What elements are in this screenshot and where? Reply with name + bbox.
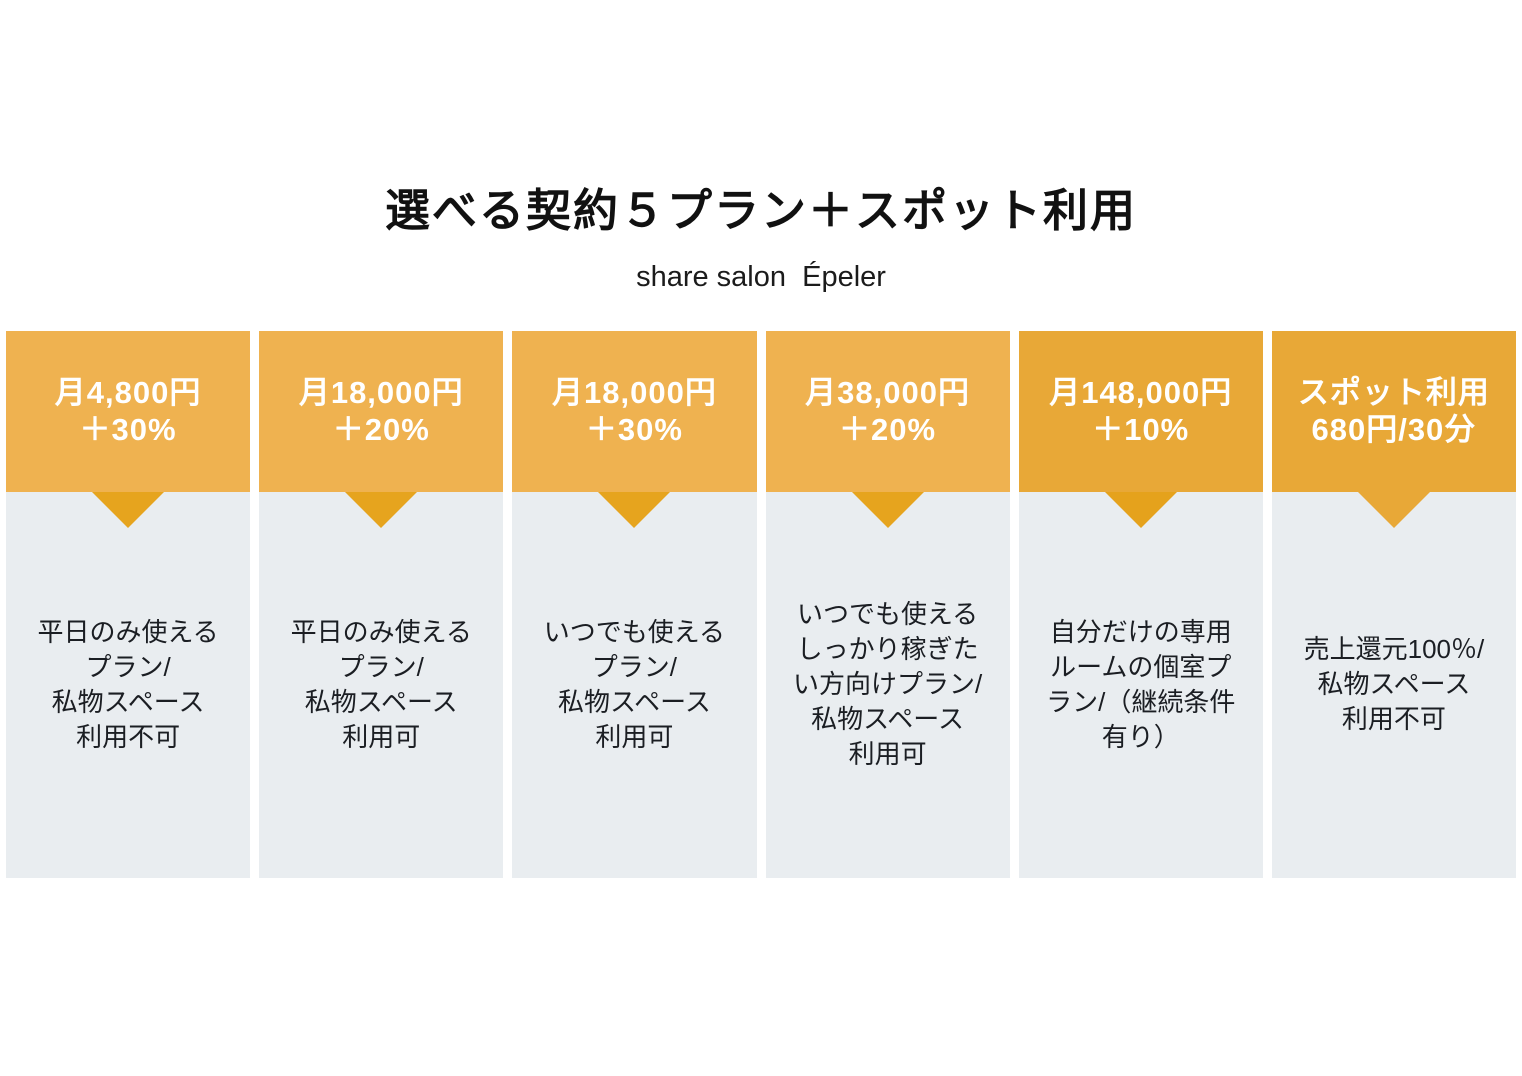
plan-column: スポット利用 680円/30分 売上還元100％/ 私物スペース 利用不可 xyxy=(1271,330,1516,878)
plan-price: 月4,800円 ＋30% xyxy=(54,375,202,448)
down-arrow-icon xyxy=(1357,491,1430,528)
plan-body: いつでも使える しっかり稼ぎた い方向けプラン/ 私物スペース 利用可 xyxy=(765,491,1010,878)
plan-header: 月148,000円 ＋10% xyxy=(1018,330,1263,492)
plan-column: 月18,000円 ＋30% いつでも使える プラン/ 私物スペース 利用可 xyxy=(512,330,757,878)
plan-description: 平日のみ使える プラン/ 私物スペース 利用可 xyxy=(290,616,472,752)
plan-body: 平日のみ使える プラン/ 私物スペース 利用不可 xyxy=(6,491,251,878)
down-arrow-icon xyxy=(92,491,165,528)
plan-description: 平日のみ使える プラン/ 私物スペース 利用不可 xyxy=(37,616,219,752)
down-arrow-icon xyxy=(851,491,924,528)
plan-price: スポット利用 680円/30分 xyxy=(1297,375,1490,448)
plan-header: 月4,800円 ＋30% xyxy=(6,330,251,492)
plan-columns: 月4,800円 ＋30% 平日のみ使える プラン/ 私物スペース 利用不可 月1… xyxy=(6,330,1516,878)
plan-header: 月18,000円 ＋20% xyxy=(259,330,504,492)
plan-body: 売上還元100％/ 私物スペース 利用不可 xyxy=(1271,491,1516,878)
plan-body: 平日のみ使える プラン/ 私物スペース 利用可 xyxy=(259,491,504,878)
plan-header: スポット利用 680円/30分 xyxy=(1271,330,1516,492)
plan-body: 自分だけの専用 ルームの個室プ ラン/（継続条件 有り） xyxy=(1018,491,1263,878)
plan-header: 月18,000円 ＋30% xyxy=(512,330,757,492)
plan-column: 月148,000円 ＋10% 自分だけの専用 ルームの個室プ ラン/（継続条件 … xyxy=(1018,330,1263,878)
plan-price: 月18,000円 ＋20% xyxy=(298,375,464,448)
plan-column: 月38,000円 ＋20% いつでも使える しっかり稼ぎた い方向けプラン/ 私… xyxy=(765,330,1010,878)
down-arrow-icon xyxy=(598,491,671,528)
plan-body: いつでも使える プラン/ 私物スペース 利用可 xyxy=(512,491,757,878)
plan-description: いつでも使える プラン/ 私物スペース 利用可 xyxy=(543,616,726,752)
plan-price: 月18,000円 ＋30% xyxy=(552,375,717,448)
down-arrow-icon xyxy=(1104,491,1177,528)
plan-price: 月148,000円 ＋10% xyxy=(1049,375,1233,448)
plan-price: 月38,000円 ＋20% xyxy=(805,375,970,448)
plan-column: 月18,000円 ＋20% 平日のみ使える プラン/ 私物スペース 利用可 xyxy=(259,330,504,878)
page-subtitle: share salon Épeler xyxy=(636,261,886,293)
plan-header: 月38,000円 ＋20% xyxy=(765,330,1010,492)
plan-column: 月4,800円 ＋30% 平日のみ使える プラン/ 私物スペース 利用不可 xyxy=(6,330,251,878)
plan-description: 売上還元100％/ 私物スペース 利用不可 xyxy=(1303,634,1485,735)
plan-description: いつでも使える しっかり稼ぎた い方向けプラン/ 私物スペース 利用可 xyxy=(792,599,983,770)
down-arrow-icon xyxy=(345,491,418,528)
page-title: 選べる契約５プラン＋スポット利用 xyxy=(384,185,1137,236)
plan-description: 自分だけの専用 ルームの個室プ ラン/（継続条件 有り） xyxy=(1046,616,1236,752)
